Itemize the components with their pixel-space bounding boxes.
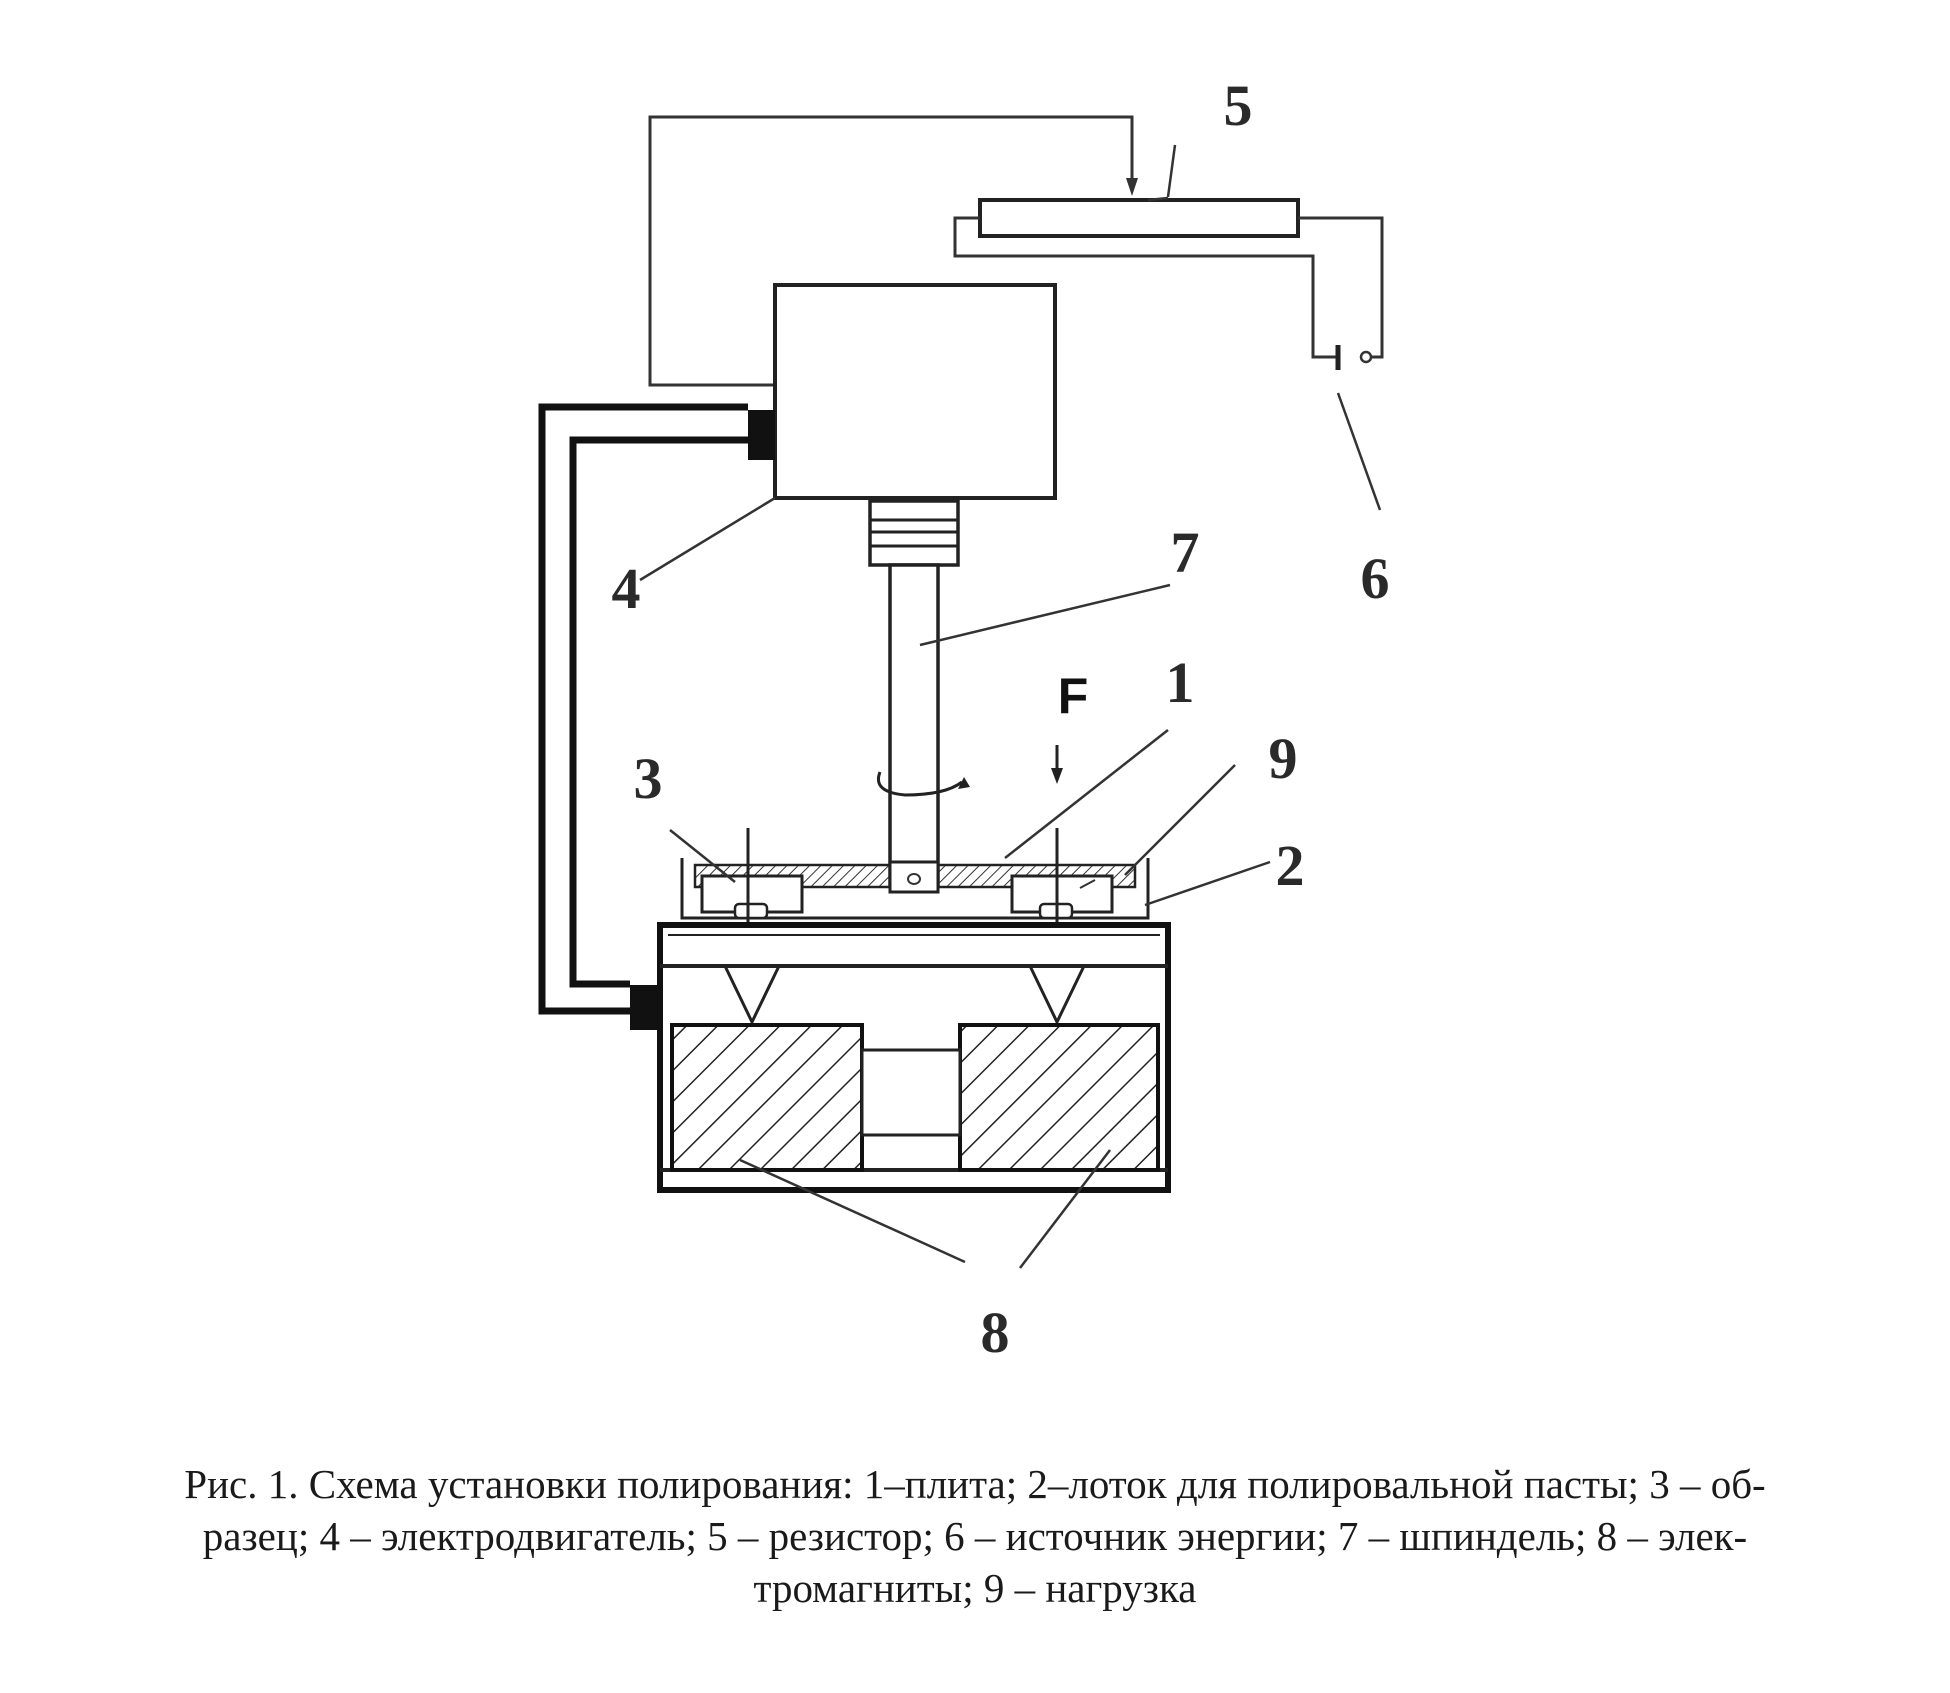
- electric-motor: [773, 283, 1057, 500]
- label-1: 1: [1166, 650, 1195, 715]
- rotation-arrow: [877, 771, 970, 797]
- leader-lines: [639, 144, 1382, 1269]
- spindle: [888, 563, 940, 887]
- label-2: 2: [1276, 833, 1305, 898]
- magnet-connector: [630, 985, 660, 1030]
- pole-right: [1028, 965, 1086, 1026]
- figure-caption: Рис. 1. Схема установки полирования: 1–п…: [0, 1458, 1950, 1614]
- label-9: 9: [1269, 726, 1298, 791]
- caption-line: разец; 4 – электродвигатель; 5 – резисто…: [202, 1513, 1748, 1559]
- electromagnet-left: [670, 1023, 864, 1172]
- power-cable-inner: [569, 436, 748, 988]
- resistor: [978, 198, 1300, 238]
- label-7: 7: [1171, 520, 1200, 585]
- label-4: 4: [612, 556, 641, 621]
- label-5: 5: [1224, 73, 1253, 138]
- caption-line: Рис. 1. Схема установки полирования: 1–п…: [184, 1461, 1766, 1507]
- label-3: 3: [634, 746, 663, 811]
- paste-tray: [680, 858, 1150, 920]
- power-cable-outer: [538, 403, 748, 1015]
- label-8: 8: [981, 1300, 1010, 1365]
- resistor-right-wire: [1298, 216, 1384, 359]
- slider-arrow: [1126, 178, 1138, 196]
- polishing-setup-diagram: 5 6 4 7 F 1 9 3 2 8: [538, 73, 1390, 1365]
- magnet-core: [860, 1048, 962, 1137]
- label-6: 6: [1361, 546, 1390, 611]
- pole-left: [723, 965, 781, 1026]
- label-force: F: [1058, 668, 1089, 724]
- caption-line: тромагниты; 9 – нагрузка: [753, 1565, 1197, 1611]
- motor-connector: [748, 410, 775, 460]
- energy-source: [1330, 345, 1373, 370]
- wire-motor-to-resistor: [648, 115, 1134, 387]
- electromagnet-right: [958, 1023, 1160, 1172]
- resistor-left-wire: [953, 216, 1330, 359]
